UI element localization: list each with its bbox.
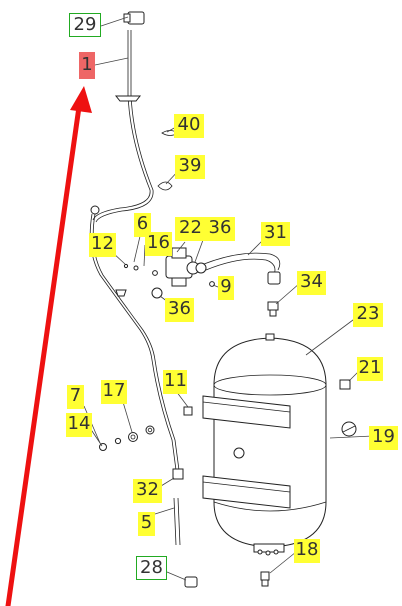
callout-7[interactable]: 7 [67, 385, 84, 409]
washers [99, 425, 155, 451]
callout-29[interactable]: 29 [69, 13, 101, 37]
fitting-28 [184, 576, 198, 588]
callout-18[interactable]: 18 [294, 539, 320, 563]
red-pointer-arrow [5, 86, 92, 606]
callout-34[interactable]: 34 [297, 271, 326, 295]
callout-21[interactable]: 21 [357, 357, 383, 381]
callout-39[interactable]: 39 [175, 155, 205, 179]
callout-14[interactable]: 14 [66, 413, 92, 437]
tube-5 [173, 497, 181, 546]
valve-22 [123, 247, 207, 287]
fitting-21 [339, 379, 351, 390]
callout-16[interactable]: 16 [145, 232, 172, 256]
fitting-34 [267, 301, 279, 317]
tube-12 [89, 205, 180, 471]
callout-31[interactable]: 31 [261, 222, 290, 246]
callout-5[interactable]: 5 [138, 512, 155, 536]
air-tank-23 [202, 333, 327, 556]
callout-12[interactable]: 12 [89, 233, 116, 257]
callout-32[interactable]: 32 [133, 479, 162, 503]
valve-19 [341, 421, 357, 437]
fitting-11 [183, 406, 193, 416]
callout-23[interactable]: 23 [353, 303, 383, 327]
hose-31 [203, 252, 281, 285]
callout-28[interactable]: 28 [136, 556, 167, 580]
callout-19[interactable]: 19 [369, 426, 398, 450]
callout-40[interactable]: 40 [174, 114, 204, 138]
tube-1 [92, 11, 154, 223]
callout-6[interactable]: 6 [134, 213, 151, 237]
callout-36-bottom[interactable]: 36 [165, 298, 194, 322]
callout-11[interactable]: 11 [163, 370, 187, 394]
spring-39 [157, 181, 173, 191]
fitting-36 [151, 287, 163, 299]
callout-17[interactable]: 17 [101, 380, 127, 404]
callout-36-top[interactable]: 36 [205, 217, 235, 241]
drain-18 [260, 571, 270, 587]
callout-1[interactable]: 1 [79, 52, 95, 79]
fitting-32 [172, 468, 184, 480]
callout-22[interactable]: 22 [175, 217, 206, 241]
callout-9[interactable]: 9 [218, 276, 234, 300]
